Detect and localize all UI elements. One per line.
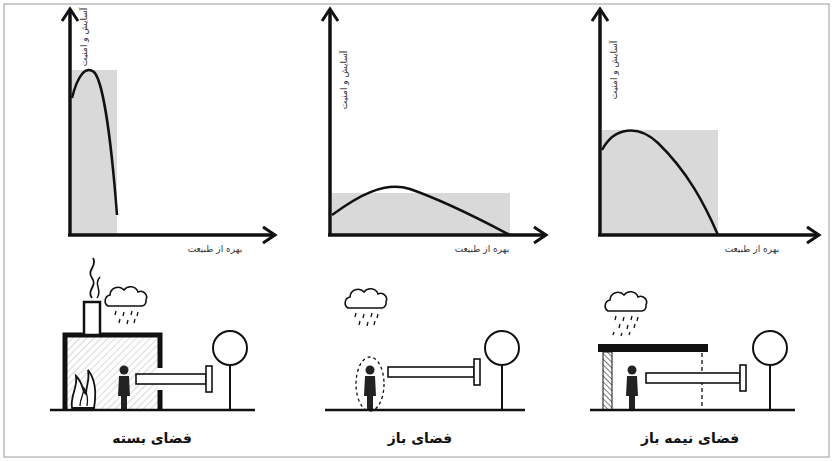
smoke xyxy=(90,258,94,298)
cloud xyxy=(605,292,646,336)
axis-arrow xyxy=(534,227,546,243)
cloud xyxy=(105,287,146,324)
cloud xyxy=(345,289,386,326)
view-arrow xyxy=(388,359,480,385)
x-axis-label: بهره از طبیعت xyxy=(455,244,510,255)
y-axis xyxy=(598,10,602,236)
x-axis xyxy=(328,233,545,237)
y-axis-label: آسایش و امنیت xyxy=(609,41,620,99)
roof xyxy=(598,344,708,352)
axis-arrow xyxy=(322,9,338,21)
column xyxy=(603,352,612,410)
y-axis-label: آسایش و امنیت xyxy=(339,51,350,109)
ground xyxy=(50,409,255,412)
axis-arrow xyxy=(62,9,78,21)
view-arrow xyxy=(646,365,746,391)
person xyxy=(626,366,638,411)
x-axis-label: بهره از طبیعت xyxy=(188,244,243,255)
range-area xyxy=(602,130,718,235)
axis-arrow xyxy=(807,227,819,243)
curve xyxy=(602,131,718,235)
ground xyxy=(325,409,525,412)
view-arrow xyxy=(136,366,212,392)
tree xyxy=(485,331,519,410)
x-axis xyxy=(68,233,274,237)
building-walls xyxy=(65,335,160,410)
tree xyxy=(753,331,787,410)
tree xyxy=(213,331,247,410)
person xyxy=(118,366,130,411)
caption: فضای بسته xyxy=(112,430,192,447)
graph-semi-open xyxy=(592,9,819,243)
caption: فضای باز xyxy=(388,430,453,447)
exposure-outline xyxy=(356,357,384,411)
smoke xyxy=(97,277,100,298)
graph-open xyxy=(322,9,546,243)
x-axis-label: بهره از طبیعت xyxy=(725,244,780,255)
axis-arrow xyxy=(263,227,275,243)
fire xyxy=(80,388,88,406)
range-area xyxy=(332,193,510,235)
person xyxy=(364,366,376,411)
axis-arrow xyxy=(592,9,608,21)
sketch-closed xyxy=(50,258,255,410)
y-axis-label: آسایش و امنیت xyxy=(79,8,90,66)
chimney xyxy=(84,302,100,335)
ground xyxy=(590,409,795,412)
graph-closed xyxy=(62,9,275,243)
range-area xyxy=(72,70,117,235)
curve xyxy=(72,70,117,215)
y-axis xyxy=(328,10,332,236)
curve xyxy=(332,187,510,235)
sketch-open xyxy=(325,289,525,411)
caption: فضای نیمه باز xyxy=(641,430,739,447)
y-axis xyxy=(68,10,72,236)
x-axis xyxy=(598,233,818,237)
fire xyxy=(72,370,95,408)
frame xyxy=(4,4,829,457)
sketch-semi-open xyxy=(590,292,795,410)
